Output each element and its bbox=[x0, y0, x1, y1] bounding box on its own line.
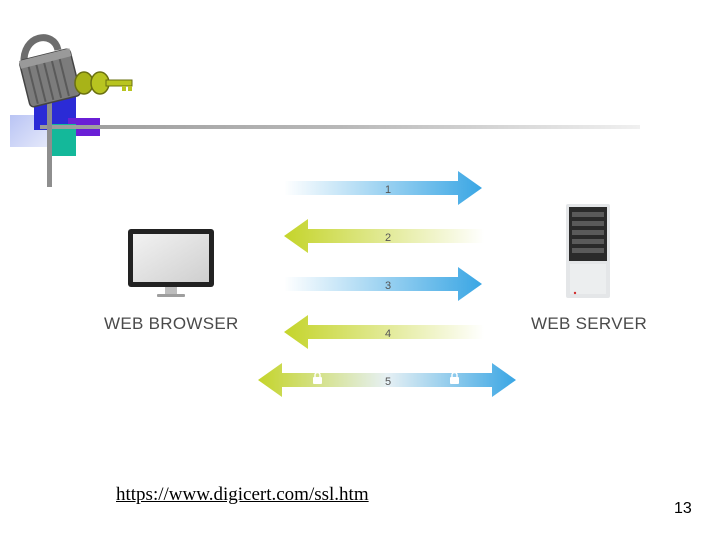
padlock-with-key-icon bbox=[18, 34, 133, 108]
step-2-arrow: 2 bbox=[284, 219, 484, 253]
web-browser-label: WEB BROWSER bbox=[104, 314, 239, 333]
step-1-arrow: 1 bbox=[284, 171, 482, 205]
step-2-number: 2 bbox=[385, 232, 391, 244]
decorative-vertical-rule bbox=[47, 85, 52, 187]
lock-icon bbox=[313, 371, 322, 384]
decorative-square-teal bbox=[52, 124, 76, 156]
handshake-arrows: 1 2 3 4 5 bbox=[258, 171, 516, 397]
web-server-label: WEB SERVER bbox=[531, 314, 648, 333]
lock-icon bbox=[450, 371, 459, 384]
monitor-icon bbox=[128, 229, 214, 297]
step-5-number: 5 bbox=[385, 376, 391, 388]
step-5-arrow: 5 bbox=[258, 363, 516, 397]
step-1-number: 1 bbox=[385, 184, 391, 196]
page-number: 13 bbox=[674, 500, 692, 517]
source-link[interactable]: https://www.digicert.com/ssl.htm bbox=[116, 484, 369, 505]
server-tower-icon bbox=[566, 204, 610, 298]
step-3-arrow: 3 bbox=[284, 267, 482, 301]
step-4-number: 4 bbox=[385, 328, 391, 340]
step-3-number: 3 bbox=[385, 280, 391, 292]
step-4-arrow: 4 bbox=[284, 315, 484, 349]
decorative-horizontal-rule bbox=[40, 125, 640, 129]
